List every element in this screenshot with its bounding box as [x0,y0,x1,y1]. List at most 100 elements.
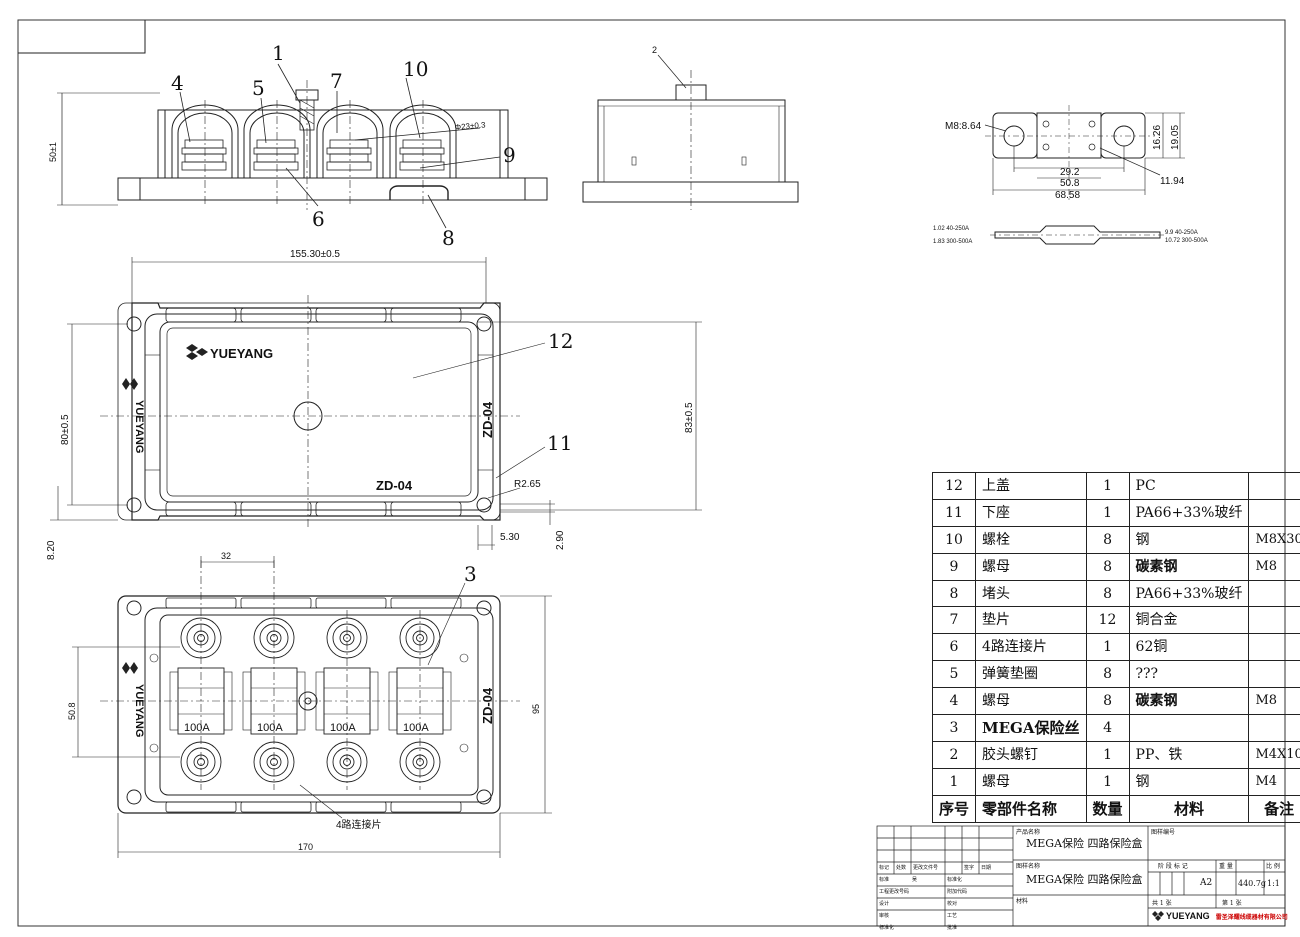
bom-cell-note [1249,715,1300,742]
bom-cell-qty: 8 [1086,688,1129,715]
bom-cell-note: M4X10 [1249,741,1300,768]
bom-cell-note: M8X30 [1249,526,1300,553]
bom-cell-note [1249,607,1300,634]
stage-label: 阶 段 标 记 [1158,862,1188,871]
drawing-name-label: 图样名称 [1016,862,1040,871]
bom-cell-name: 螺栓 [976,526,1087,553]
bom-cell-material: 钢 [1129,768,1249,795]
bom-cell-material: 铜合金 [1129,607,1249,634]
approval-cell-a: 标准 [879,876,889,885]
bom-header-row: 序号 零部件名称 数量 材料 备注 [933,795,1300,822]
bom-cell-material: PC [1129,473,1249,500]
bom-cell-qty: 1 [1086,741,1129,768]
thk-99: 9.9 40-250A [1165,230,1198,236]
bom-cell-no: 6 [933,634,976,661]
approval-cell-a: 标准化 [879,924,894,933]
product-name-label: 产品名称 [1016,828,1040,837]
bom-cell-note [1249,499,1300,526]
company-name-cn: 雷圣泽耀线缆器材有限公司 [1216,912,1288,921]
fuse-rating-1: 100A [184,722,210,734]
revision-header: 更改文件号 [913,864,938,873]
bom-cell-material: 碳素钢 [1129,688,1249,715]
bom-cell-qty: 8 [1086,553,1129,580]
yueyang-logo-icon [122,378,138,390]
bom-cell-qty: 1 [1086,768,1129,795]
callout-2: 2 [652,45,657,55]
bom-cell-material: PA66+33%玻纤 [1129,499,1249,526]
bom-cell-no: 5 [933,661,976,688]
callout-5: 5 [252,76,265,100]
fuse-6858: 68.58 [1055,190,1080,201]
fuse-1194: 11.94 [1160,176,1185,187]
dim-820: 8.20 [46,540,57,560]
bom-cell-name: 垫片 [976,607,1087,634]
bom-cell-qty: 8 [1086,526,1129,553]
approval-cell-c: 工艺 [947,912,957,921]
bom-cell-qty: 4 [1086,715,1129,742]
bom-cell-name: MEGA保险丝 [976,715,1087,742]
bom-cell-qty: 1 [1086,473,1129,500]
thk-183: 1.83 300-500A [933,239,972,245]
revision-header: 日期 [981,864,991,873]
bom-header-material: 材料 [1129,795,1249,822]
callout-11: 11 [547,431,572,455]
bom-header-no: 序号 [933,795,976,822]
model-label-top: ZD-04 [376,478,413,493]
fuse-rating-3: 100A [330,722,356,734]
fuse-508: 50.8 [1060,178,1080,189]
dim-height-50: 50±1 [48,142,58,162]
brand-bottom: YUEYANG [133,684,145,737]
material-label: 材料 [1016,897,1028,906]
company-logo: YUEYANG 雷圣泽耀线缆器材有限公司 [1152,911,1288,921]
connector-note: 4路连接片 [336,818,382,831]
bom-cell-name: 螺母 [976,768,1087,795]
bom-cell-name: 螺母 [976,688,1087,715]
bom-cell-qty: 1 [1086,499,1129,526]
callout-1: 1 [272,41,285,65]
bom-cell-material: 钢 [1129,526,1249,553]
approval-cell-c: 标准化 [947,876,962,885]
bom-cell-no: 10 [933,526,976,553]
brand-logo-bottom: YUEYANG [122,662,145,737]
approval-cell-a: 设计 [879,900,889,909]
bom-cell-name: 螺母 [976,553,1087,580]
fuse-1626: 16.26 [1152,125,1163,150]
approval-cell-c: 批准 [947,924,957,933]
dim-dia-23: Φ23±0.3 [454,120,486,132]
callout-12: 12 [548,329,573,353]
bom-cell-no: 2 [933,741,976,768]
dim-508-left: 50.8 [67,702,77,720]
drawing-name: MEGA保险 四路保险盒 [1026,874,1143,886]
sheet-number: 第 1 张 [1222,899,1242,908]
bom-header-name: 零部件名称 [976,795,1087,822]
bom-cell-note [1249,634,1300,661]
brand-side: YUEYANG [133,400,145,453]
bom-cell-no: 11 [933,499,976,526]
dim-530: 5.30 [500,532,520,543]
bom-cell-material: PP、铁 [1129,741,1249,768]
brand-top: YUEYANG [210,346,273,361]
bom-cell-material: 碳素钢 [1129,553,1249,580]
callout-7: 7 [330,69,343,93]
drawing-no-label: 图样编号 [1151,828,1175,837]
bom-cell-name: 堵头 [976,580,1087,607]
bom-cell-material: ??? [1129,661,1249,688]
sheet-size: A2 [1200,879,1212,888]
dim-32: 32 [221,551,231,561]
yueyang-logo-icon [122,662,138,674]
fuse-rating-4: 100A [403,722,429,734]
bom-cell-material: 62铜 [1129,634,1249,661]
product-name: MEGA保险 四路保险盒 [1026,838,1143,850]
bom-cell-qty: 1 [1086,634,1129,661]
bom-cell-no: 9 [933,553,976,580]
bom-cell-name: 上盖 [976,473,1087,500]
model-label-bottom: ZD-04 [480,687,495,724]
